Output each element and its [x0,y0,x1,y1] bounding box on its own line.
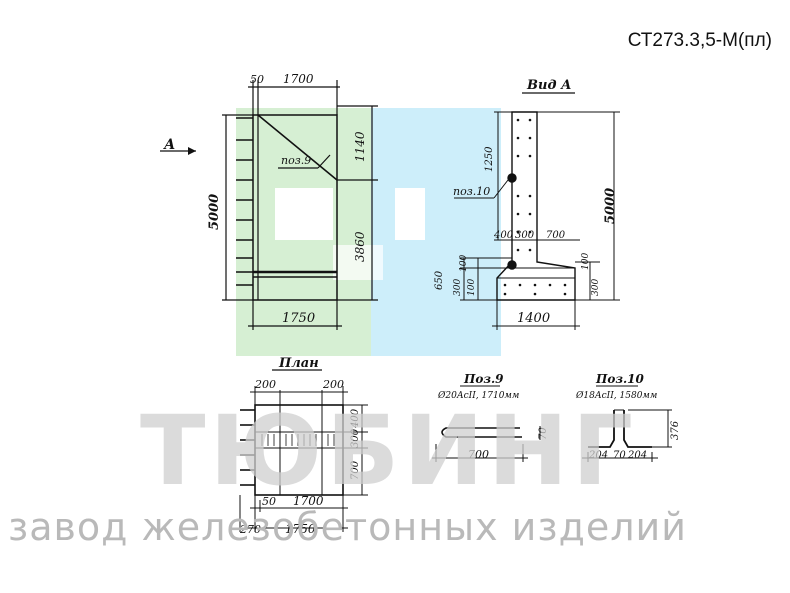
dim-front-3860: 3860 [353,231,367,262]
dim-side-400: 400 [493,230,514,241]
plan-view [239,369,368,532]
dim-side-300: 300 [453,279,463,296]
side-view [454,92,620,330]
pos10-b: 70 [613,450,626,461]
pos10-h: 376 [670,420,681,440]
dim-plan-1700: 1700 [293,494,324,508]
front-view [160,80,378,330]
dim-side-300b: 300 [591,279,601,296]
dim-plan-700: 700 [350,460,361,480]
dim-plan-left-200: 200 [254,378,276,391]
dim-front-1140: 1140 [353,131,367,162]
dim-side-100a: 100 [459,255,469,272]
label-pos9-front: поз.9 [281,154,311,167]
view-marker-a: А [163,137,175,153]
pos10-c: 204 [627,450,647,461]
watermark-brand: ТЮБИНГ [140,395,638,507]
pos10-title: Поз.10 [595,372,645,386]
dim-front-1700: 1700 [283,72,314,86]
dim-side-700: 700 [546,230,566,241]
dim-side-650: 650 [434,270,445,290]
dim-side-300: 300 [515,230,535,241]
dim-plan-400: 400 [350,408,361,429]
dim-side-100b: 100 [467,279,477,296]
pos9-spec: Ø20АсII, 1710мм [437,390,519,401]
pos10-spec: Ø18АсII, 1580мм [575,390,657,401]
dim-side-5000: 5000 [603,188,618,224]
pos9-h: 70 [538,427,549,440]
dim-side-1400: 1400 [517,311,550,326]
dim-front-50: 50 [250,73,264,86]
drawing-title: СТ273.3,5-М(пл) [627,30,772,51]
dim-side-100c: 100 [581,253,591,270]
dim-side-1250: 1250 [484,146,495,172]
watermark-blocks [236,108,501,356]
side-view-dots [503,118,567,296]
dim-front-1750: 1750 [282,311,315,326]
side-view-title: Вид А [526,78,572,93]
pos9-len: 700 [468,448,489,461]
label-pos10-side: поз.10 [453,185,490,198]
dim-plan-300: 300 [350,428,361,448]
dim-plan-50: 50 [262,495,276,508]
plan-title: План [278,356,319,371]
watermark-subtitle: завод железобетонных изделий [8,505,687,549]
dim-plan-1750: 1750 [285,522,316,536]
pos9-bar [432,385,541,462]
dim-plan-270: 270 [239,523,261,536]
pos10-a: 204 [588,450,608,461]
pos10-bar [582,385,672,462]
dim-front-5000: 5000 [207,194,222,230]
pos9-title: Поз.9 [463,372,504,386]
dim-plan-right-200: 200 [322,378,344,391]
